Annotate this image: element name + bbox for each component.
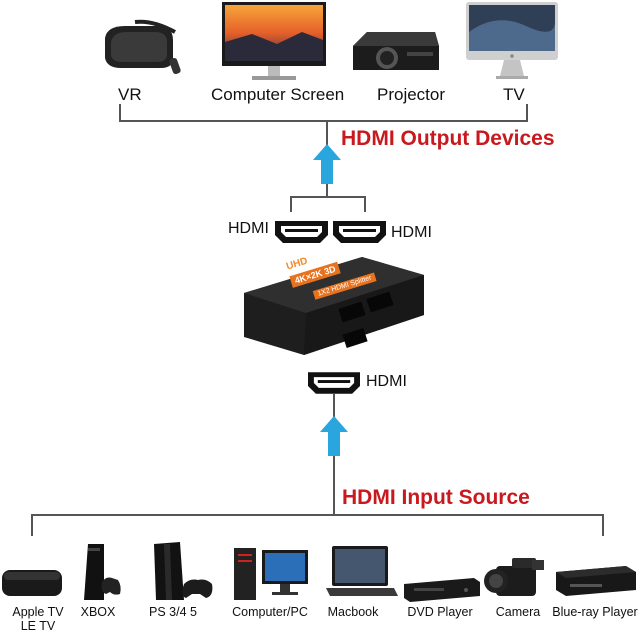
- laptop-icon: [326, 546, 398, 596]
- dvd-player-icon: [404, 578, 480, 602]
- bluray-player-icon: [556, 566, 636, 596]
- output-device-label: TV: [503, 85, 525, 104]
- input-device-label-2: LE TV: [20, 619, 56, 633]
- output-device-label: VR: [118, 85, 142, 104]
- input-device-label: Apple TV: [12, 605, 64, 619]
- output-heading: HDMI Output Devices: [341, 127, 555, 150]
- port-bracket-top: [290, 196, 365, 198]
- output-bracket-left: [119, 104, 121, 121]
- input-bracket-left: [31, 514, 33, 536]
- monitor-icon: [222, 2, 326, 80]
- input-device-label: XBOX: [80, 605, 116, 619]
- projector-icon: [353, 32, 439, 70]
- xbox-icon: [84, 544, 121, 600]
- input-device-label: DVD Player: [407, 605, 473, 619]
- hdmi-port-icon: [333, 221, 386, 243]
- input-bracket-top: [31, 514, 603, 516]
- input-bracket-right: [602, 514, 604, 536]
- video-camera-icon: [484, 558, 544, 596]
- hdmi-port-label: HDMI: [366, 373, 407, 390]
- apple-tv-icon: [2, 570, 62, 596]
- hdmi-port-label: HDMI: [391, 224, 432, 241]
- vr-headset-icon: [105, 19, 181, 75]
- hdmi-port-icon: [308, 372, 360, 394]
- imac-tv-icon: [466, 2, 558, 79]
- output-device-label: Projector: [377, 85, 446, 104]
- input-device-label: PS 3/4 5: [149, 605, 197, 619]
- hdmi-port-label: HDMI: [228, 220, 269, 237]
- desktop-pc-icon: [234, 548, 308, 600]
- output-bracket-right: [526, 104, 528, 121]
- output-device-label: Computer Screen: [211, 85, 345, 104]
- input-heading: HDMI Input Source: [342, 486, 530, 509]
- input-device-label: Computer/PC: [232, 605, 308, 619]
- hdmi-port-icon: [275, 221, 328, 243]
- input-device-label: Blue-ray Player: [552, 605, 638, 619]
- playstation-icon: [154, 542, 213, 600]
- input-device-label: Macbook: [327, 605, 379, 619]
- input-device-label: Camera: [495, 605, 541, 619]
- input-arrow-icon: [320, 416, 348, 456]
- port-bracket-left: [290, 196, 292, 212]
- output-bracket-bottom: [119, 120, 528, 122]
- port-bracket-right: [364, 196, 366, 212]
- output-arrow-icon: [313, 144, 341, 184]
